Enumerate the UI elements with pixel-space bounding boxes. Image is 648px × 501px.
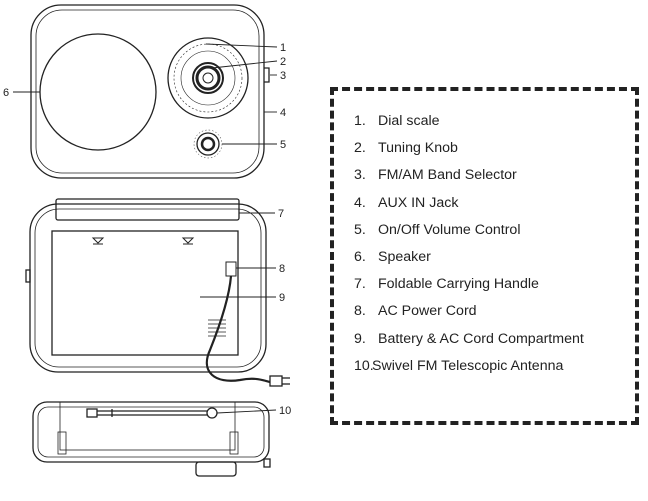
legend-item-number: 5. xyxy=(354,221,366,238)
telescopic-antenna xyxy=(86,407,218,419)
legend-item-label: Battery & AC Cord Compartment xyxy=(378,330,584,347)
legend-item-number: 3. xyxy=(354,167,366,184)
callout-8: 8 xyxy=(279,263,285,275)
callout-7: 7 xyxy=(278,208,284,220)
battery-compartment xyxy=(51,230,239,356)
legend-item-label: Tuning Knob xyxy=(378,140,458,157)
dial-scale xyxy=(167,37,249,119)
legend-item: 10.Swivel FM Telescopic Antenna xyxy=(334,358,635,385)
legend-item: 3. FM/AM Band Selector xyxy=(334,167,635,194)
legend-item-number: 9. xyxy=(354,330,366,347)
legend-item-label: Foldable Carrying Handle xyxy=(378,276,539,293)
callout-lines xyxy=(13,43,278,414)
legend-item-number: 6. xyxy=(354,248,366,265)
legend-item-label: On/Off Volume Control xyxy=(378,221,521,238)
callout-6: 6 xyxy=(3,87,9,99)
band-selector xyxy=(264,67,270,83)
legend-item-label: Dial scale xyxy=(378,113,440,129)
legend-item-number: 1. xyxy=(354,113,366,129)
radio-top-view xyxy=(32,401,271,477)
callout-2: 2 xyxy=(280,56,286,68)
legend-item-number: 2. xyxy=(354,140,366,157)
legend-item: 2. Tuning Knob xyxy=(334,140,635,167)
legend-item: 5. On/Off Volume Control xyxy=(334,222,635,249)
legend-item: 9. Battery & AC Cord Compartment xyxy=(334,331,635,358)
legend-box: 1. Dial scale 2. Tuning Knob 3. FM/AM Band … xyxy=(330,87,639,425)
legend-list: 1. Dial scale 2. Tuning Knob 3. FM/AM Band … xyxy=(334,113,635,385)
carrying-handle xyxy=(55,198,240,221)
legend-item-label: AC Power Cord xyxy=(378,303,477,320)
speaker-grille xyxy=(39,33,157,151)
legend-item: 8. AC Power Cord xyxy=(334,303,635,330)
tuning-knob xyxy=(192,62,224,94)
legend-item-number: 7. xyxy=(354,276,366,293)
callout-3: 3 xyxy=(280,70,286,82)
volume-knob xyxy=(196,132,220,156)
legend-item-number: 4. xyxy=(354,194,366,211)
legend-item: 6. Speaker xyxy=(334,249,635,276)
callout-9: 9 xyxy=(279,292,285,304)
callout-10: 10 xyxy=(279,405,291,417)
legend-item-label: Swivel FM Telescopic Antenna xyxy=(372,357,564,374)
legend-item-label: Speaker xyxy=(378,248,431,265)
legend-item: 1. Dial scale xyxy=(334,113,635,140)
legend-item: 4. AUX IN Jack xyxy=(334,195,635,222)
callout-4: 4 xyxy=(280,107,286,119)
legend-item: 7. Foldable Carrying Handle xyxy=(334,276,635,303)
radio-back-view xyxy=(25,198,290,387)
legend-item-label: AUX IN Jack xyxy=(378,194,459,211)
legend-item-label: FM/AM Band Selector xyxy=(378,167,517,184)
ac-power-cord xyxy=(205,275,271,384)
legend-item-number: 10. xyxy=(354,357,374,374)
ac-plug xyxy=(269,375,283,387)
legend-item-number: 8. xyxy=(354,303,366,320)
callout-5: 5 xyxy=(280,139,286,151)
radio-front-view xyxy=(30,4,270,179)
callout-1: 1 xyxy=(280,42,286,54)
